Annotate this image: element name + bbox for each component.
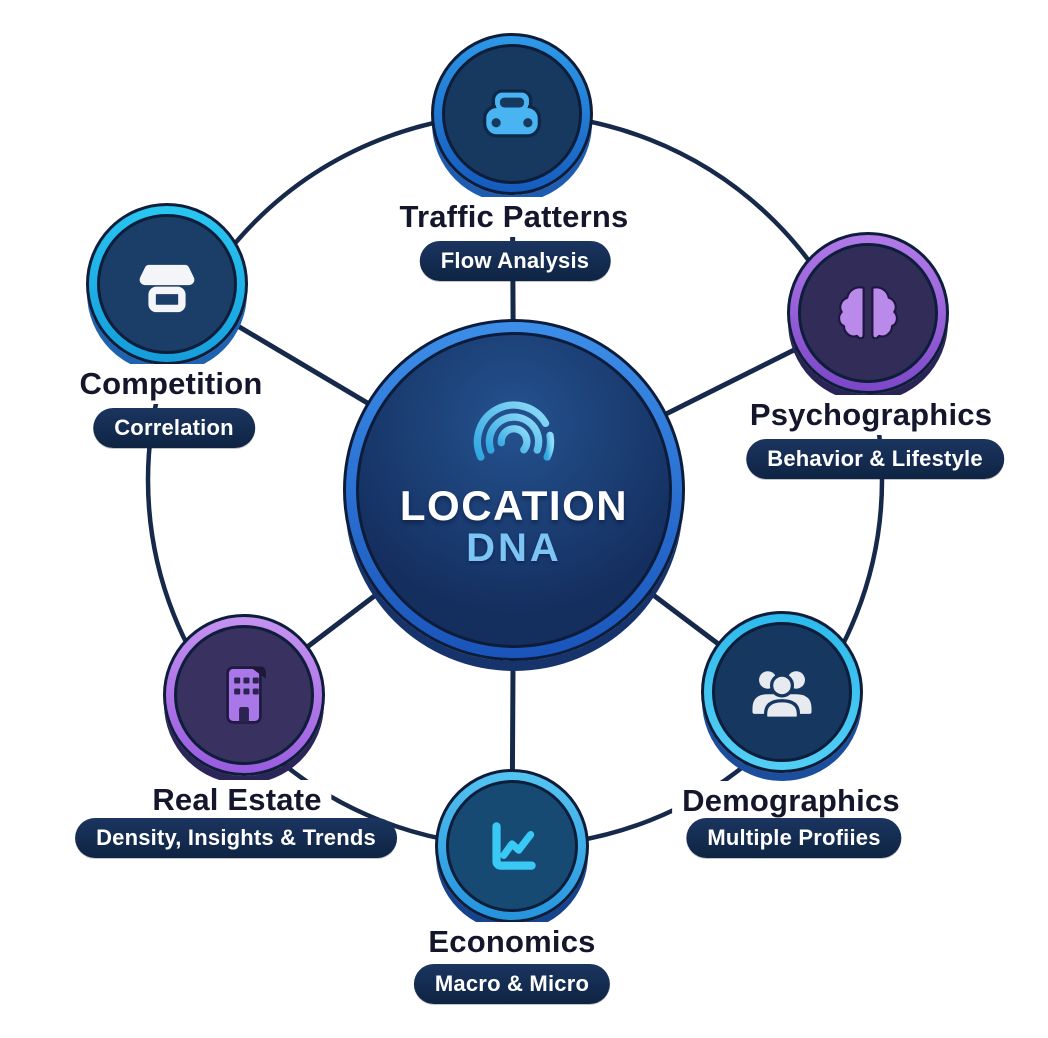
label-competition: Competition xyxy=(69,364,273,404)
node-economics xyxy=(435,769,589,923)
pill-correlation: Correlation xyxy=(93,408,255,448)
label-real-estate: Real Estate xyxy=(142,780,332,820)
pill-flow-analysis: Flow Analysis xyxy=(419,241,611,281)
hub-title: LOCATION xyxy=(399,481,629,529)
people-icon xyxy=(752,671,812,720)
node-psychographics xyxy=(787,232,949,394)
node-demographics xyxy=(701,611,863,773)
node-traffic-patterns xyxy=(431,33,593,195)
center-hub: LOCATION DNA xyxy=(343,319,685,661)
storefront-icon xyxy=(139,264,195,313)
hub-subtitle: DNA xyxy=(466,526,562,571)
label-traffic-patterns: Traffic Patterns xyxy=(389,197,639,237)
label-demographics: Demographics xyxy=(672,781,910,821)
fingerprint-icon xyxy=(473,401,555,474)
node-competition xyxy=(86,203,248,365)
label-psychographics: Psychographics xyxy=(739,395,1003,435)
label-economics: Economics xyxy=(418,922,606,962)
pill-density-insights-trends: Density, Insights & Trends xyxy=(75,818,397,858)
pill-multiple-profiles: Multiple Profiies xyxy=(686,818,902,858)
car-icon xyxy=(483,89,541,138)
pill-behavior-lifestyle: Behavior & Lifestyle xyxy=(746,439,1004,479)
center-hub-face: LOCATION DNA xyxy=(356,332,672,648)
building-icon xyxy=(226,666,266,724)
brain-icon xyxy=(837,286,899,340)
node-real-estate xyxy=(163,614,325,776)
pill-macro-micro: Macro & Micro xyxy=(413,964,611,1004)
chart-icon xyxy=(492,822,536,870)
